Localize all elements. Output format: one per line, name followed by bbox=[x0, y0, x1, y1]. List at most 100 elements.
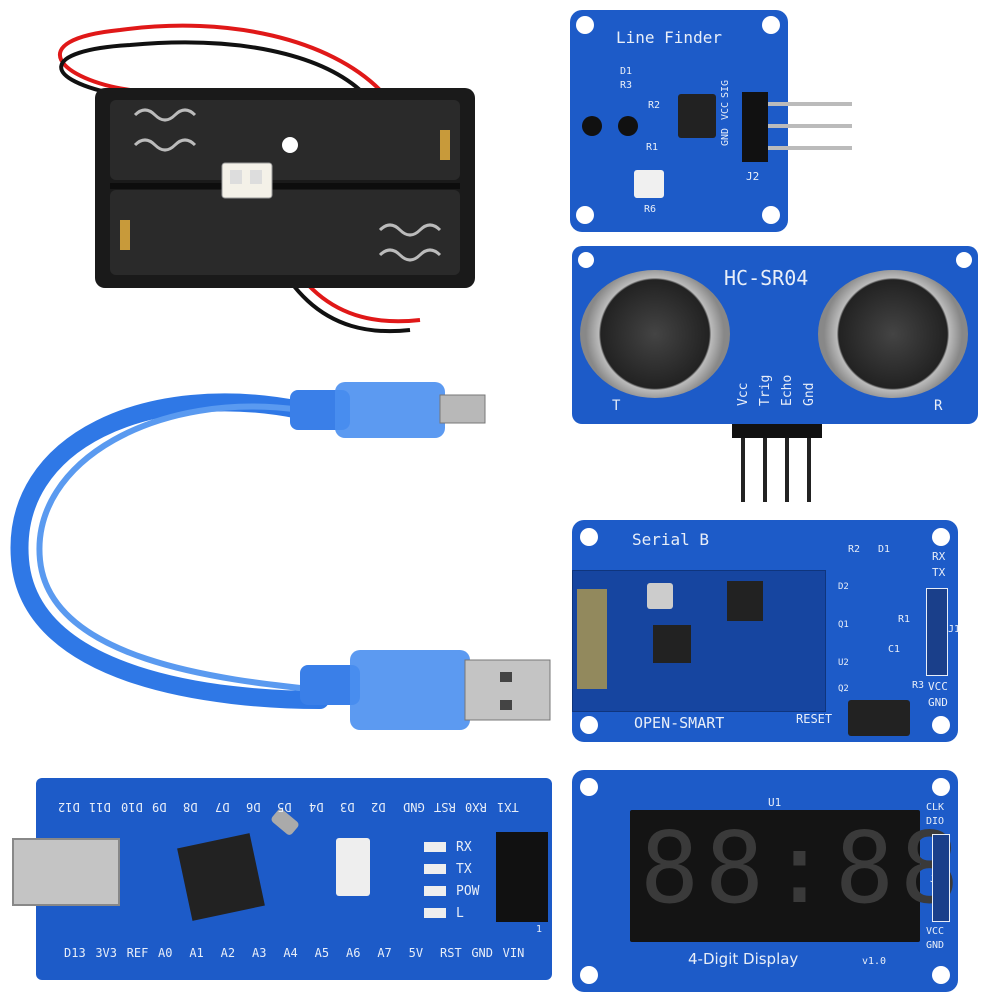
label-r: R bbox=[934, 398, 943, 414]
led-label-pow: POW bbox=[456, 884, 480, 899]
pin-header bbox=[742, 92, 768, 162]
nano-pin-label: D2 bbox=[371, 800, 386, 814]
pin-leg bbox=[768, 102, 852, 106]
nano-pin-label: D5 bbox=[277, 800, 292, 814]
pin-leg bbox=[741, 438, 745, 502]
mount-hole bbox=[932, 966, 950, 984]
pin-leg bbox=[768, 146, 852, 150]
model-label: HC-SR04 bbox=[724, 266, 809, 290]
module-title: Serial B bbox=[632, 530, 710, 549]
usb-cable-graphic bbox=[10, 382, 551, 730]
ic-chip bbox=[678, 94, 716, 138]
mount-hole bbox=[578, 252, 594, 268]
reset-button[interactable] bbox=[336, 838, 370, 896]
usb-cable bbox=[0, 360, 560, 760]
ir-sensor bbox=[582, 116, 602, 136]
version-label: v1.0 bbox=[862, 956, 887, 967]
pin-label-trig: Trig bbox=[758, 374, 773, 406]
mount-hole bbox=[932, 528, 950, 546]
transducer-left bbox=[580, 270, 730, 398]
ultrasonic-sensor-module: HC-SR04 T R Vcc Trig Echo Gnd bbox=[572, 246, 978, 424]
ic-chip bbox=[727, 581, 763, 621]
label-j1: J1 bbox=[948, 624, 961, 635]
nano-pin-label: D10 bbox=[120, 800, 143, 814]
label-r1: R1 bbox=[646, 142, 659, 153]
label-q1: Q1 bbox=[838, 620, 849, 630]
antenna-trace bbox=[577, 589, 607, 689]
label-vcc: VCC bbox=[928, 680, 948, 693]
battery-holder bbox=[0, 0, 560, 340]
mount-hole bbox=[576, 16, 594, 34]
nano-pin-label: A4 bbox=[283, 946, 298, 960]
nano-pin-label: A7 bbox=[377, 946, 392, 960]
pin-label-gnd: GND bbox=[720, 127, 731, 146]
battery-holder-graphic bbox=[57, 23, 475, 334]
transducer-right bbox=[818, 270, 968, 398]
seven-segment-display: 88:88 bbox=[630, 810, 959, 942]
label-q2: Q2 bbox=[838, 684, 849, 694]
nano-pin-label: 5V bbox=[408, 946, 424, 960]
nano-pin-label: GND bbox=[402, 800, 425, 814]
label-d1: D1 bbox=[878, 544, 891, 555]
label-r6: R6 bbox=[644, 204, 657, 215]
nano-pin-label: A0 bbox=[158, 946, 173, 960]
pin-label-vcc: VCC bbox=[720, 101, 731, 120]
pin-label-gnd: GND bbox=[926, 940, 945, 951]
nano-pin-label: D12 bbox=[58, 800, 80, 814]
module-title: 4-Digit Display bbox=[688, 950, 799, 968]
icsp-header bbox=[496, 832, 548, 922]
four-digit-display-module: U1 88:88 4-Digit Display v1.0 CLK DIO VC… bbox=[572, 770, 959, 992]
label-r1: R1 bbox=[898, 614, 911, 625]
pin-label-sig: SIG bbox=[720, 79, 731, 98]
header-mark: 1 bbox=[536, 924, 543, 935]
ultrasonic-pin-header bbox=[732, 424, 822, 438]
module-title: Line Finder bbox=[616, 28, 722, 47]
mount-hole bbox=[580, 966, 598, 984]
ir-sensor bbox=[618, 116, 638, 136]
nano-pin-label: D7 bbox=[214, 800, 230, 814]
nano-pin-label: A6 bbox=[346, 946, 361, 960]
display-digits: 88:88 bbox=[640, 812, 966, 926]
pin-label-echo: Echo bbox=[780, 374, 795, 406]
label-gnd: GND bbox=[928, 696, 948, 709]
pin-header bbox=[926, 588, 948, 676]
led-label-rx: RX bbox=[456, 840, 472, 855]
mini-usb-port bbox=[12, 838, 120, 906]
pin-label-clk: CLK bbox=[926, 802, 945, 813]
crystal bbox=[647, 583, 673, 609]
reset-label: RESET bbox=[796, 712, 833, 726]
led bbox=[424, 886, 446, 896]
serial-bluetooth-module: Serial B OPEN-SMART RESET R2 D1 RX TX D2… bbox=[572, 520, 961, 742]
nano-pin-label: A2 bbox=[220, 946, 236, 960]
nano-pin-label: D4 bbox=[308, 800, 324, 814]
label-r2: R2 bbox=[848, 544, 861, 555]
nano-pin-label: A1 bbox=[189, 946, 204, 960]
nano-pin-label: RST bbox=[440, 946, 462, 960]
nano-pin-label: 3V3 bbox=[95, 946, 118, 960]
nano-pin-label: A5 bbox=[314, 946, 330, 960]
pin-leg bbox=[785, 438, 789, 502]
nano-pin-label: VIN bbox=[502, 946, 525, 960]
line-finder-module: Line Finder D1 R3 R2 R1 R6 J2 GND VCC SI… bbox=[570, 10, 852, 232]
reset-button[interactable] bbox=[848, 700, 910, 736]
pin-label-vcc: VCC bbox=[926, 926, 945, 937]
label-rx: RX bbox=[932, 550, 946, 563]
label-j2: J2 bbox=[746, 170, 760, 183]
label-d1: D1 bbox=[620, 66, 633, 77]
led-label-tx: TX bbox=[456, 862, 472, 877]
nano-pin-label: D6 bbox=[246, 800, 261, 814]
nano-pin-label: A3 bbox=[252, 946, 267, 960]
label-r3: R3 bbox=[620, 80, 633, 91]
nano-pin-label: D3 bbox=[340, 800, 355, 814]
label-u2: U2 bbox=[838, 658, 849, 668]
pin-leg bbox=[807, 438, 811, 502]
mount-hole bbox=[762, 16, 780, 34]
pin-header bbox=[932, 834, 950, 922]
label-t: T bbox=[612, 398, 621, 414]
pin-leg bbox=[763, 438, 767, 502]
pin-leg bbox=[768, 124, 852, 128]
label-r3: R3 bbox=[912, 680, 925, 691]
